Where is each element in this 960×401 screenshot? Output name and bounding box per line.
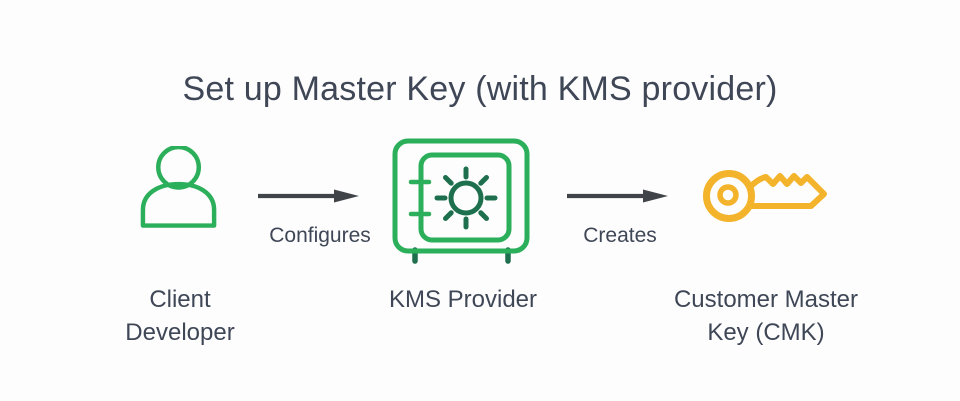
node-label-client-developer: Client Developer (125, 286, 235, 346)
edge-label-creates: Creates (583, 224, 657, 247)
key-icon (702, 164, 828, 230)
arrow-creates (565, 188, 669, 204)
node-label-customer-master-key: Customer Master Key (CMK) (673, 286, 859, 346)
safe-icon (392, 138, 530, 264)
person-icon (138, 146, 223, 230)
node-label-kms-provider: KMS Provider (388, 286, 538, 313)
arrow-configures (256, 188, 360, 204)
page-title: Set up Master Key (with KMS provider) (182, 70, 778, 108)
edge-label-configures: Configures (269, 224, 371, 247)
